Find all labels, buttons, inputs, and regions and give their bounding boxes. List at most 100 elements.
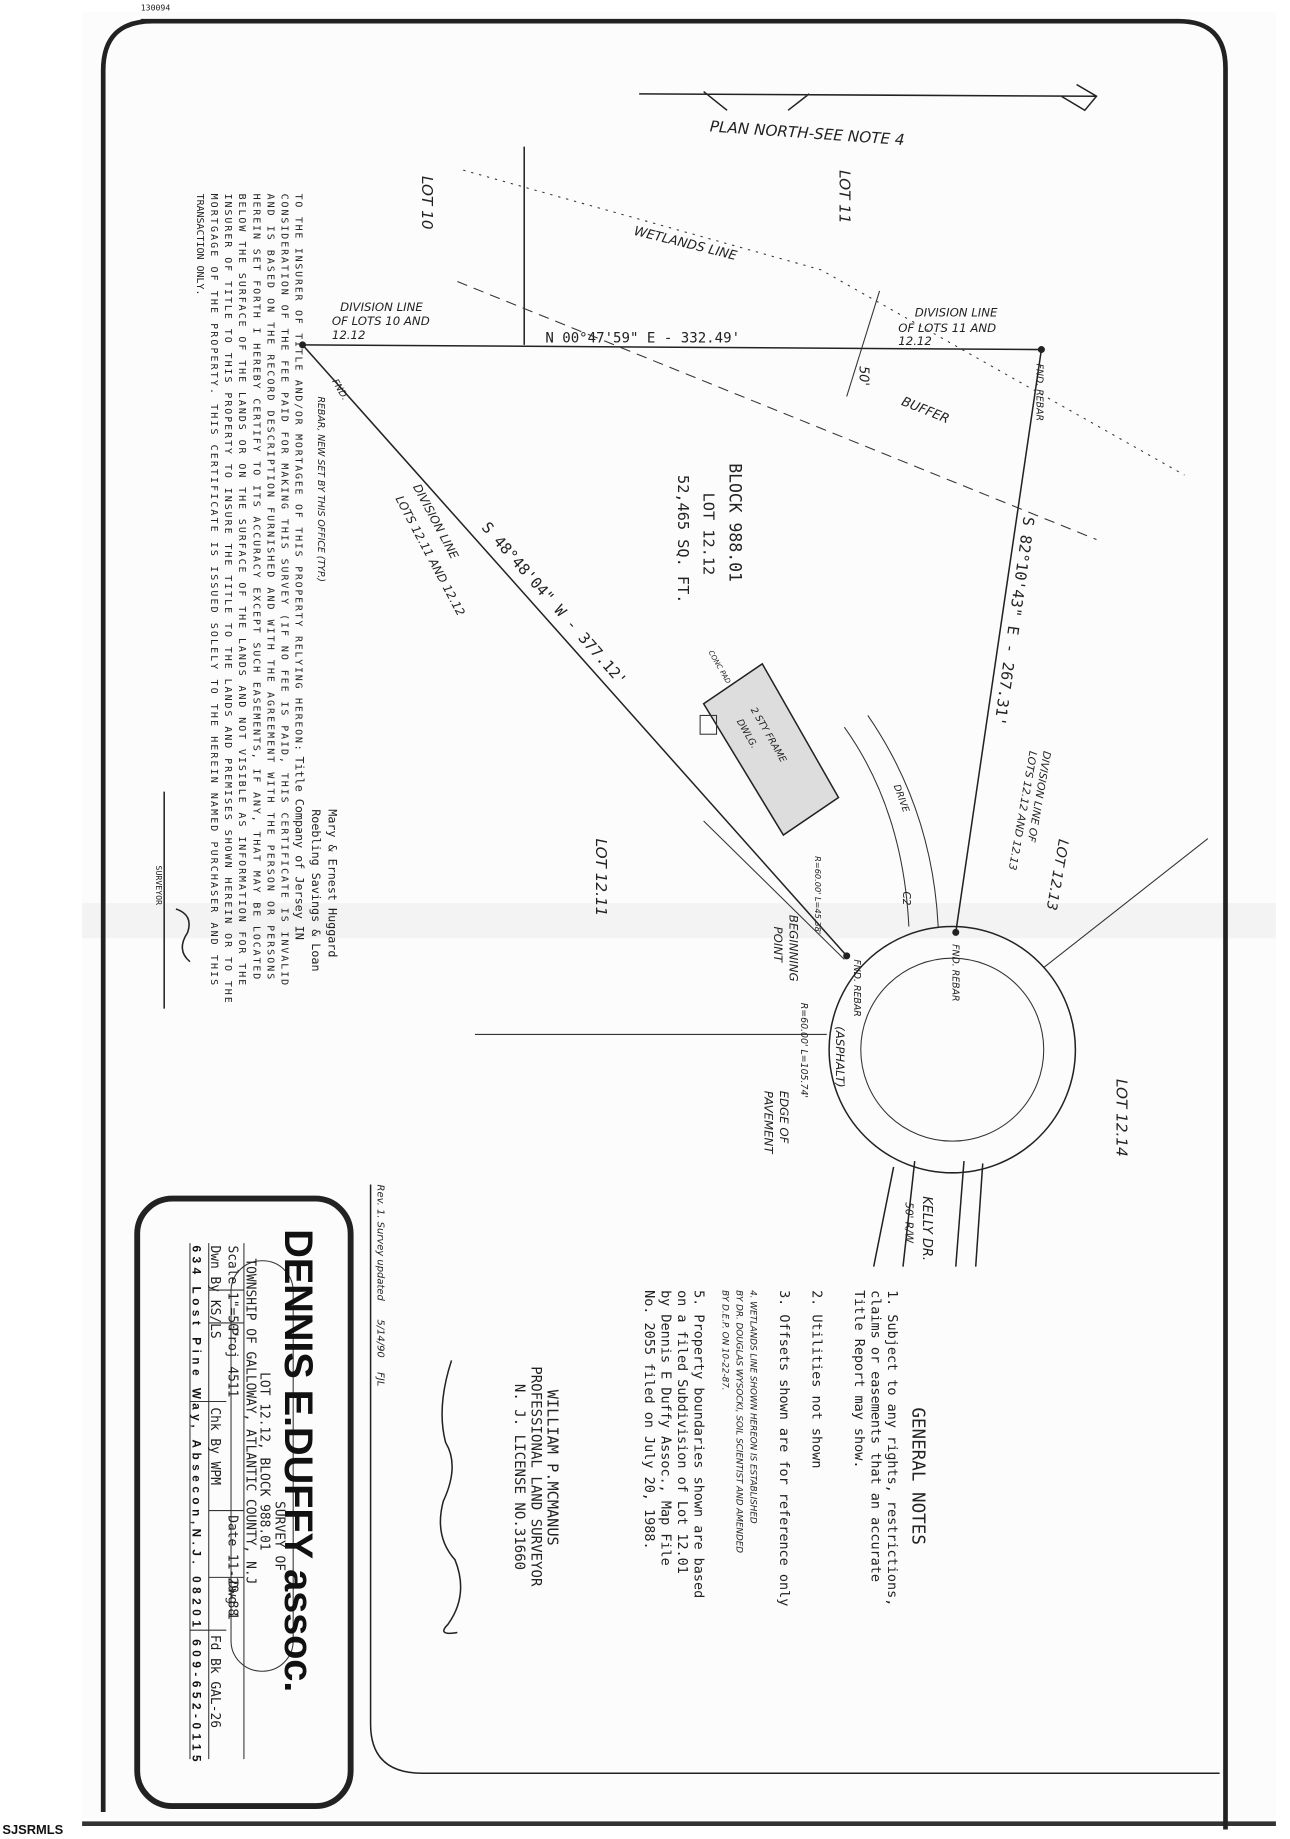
note-line: 3. Offsets shown are for reference only: [776, 1290, 792, 1606]
lot-1214-label: LOT 12.14: [1112, 1079, 1130, 1157]
rebar-label: FND. REBAR: [1034, 364, 1045, 421]
cert-line: INSURER OF TITLE TO THIS PROPERTY TO INS…: [222, 194, 233, 1003]
note-line: by Dennis E Duffy Assoc., Map File: [657, 1290, 673, 1566]
rebar-label: FND. REBAR: [851, 959, 862, 1016]
lot-1213-1214-line: [1043, 838, 1209, 968]
sw-boundary: [301, 344, 848, 957]
rebar-label: REBAR, NEW SET BY THIS OFFICE (TYP.): [315, 396, 326, 581]
asphalt-label: (ASPHALT): [833, 1026, 847, 1087]
se-boundary: [955, 349, 1043, 933]
buffer-dimension: [846, 290, 881, 397]
note-line: 1. Subject to any rights, restrictions,: [884, 1290, 900, 1606]
lot-label: LOT 12.12: [700, 493, 718, 576]
notes-title: GENERAL NOTES: [907, 1407, 927, 1545]
general-notes: GENERAL NOTES 1. Subject to any rights, …: [641, 1290, 927, 1606]
project: Proj 4511: [225, 1328, 240, 1398]
survey-of: SURVEY OF: [272, 1501, 287, 1571]
lot-1211-label: LOT 12.11: [592, 839, 610, 917]
rebar-label: FND. REBAR: [949, 944, 960, 1001]
surveyor-title: PROFESSIONAL LAND SURVEYOR: [527, 1366, 543, 1587]
revision-note: Rev. 1. Survey updated: [375, 1185, 386, 1302]
cert-line: BELOW THE SURFACE OF THE LANDS OR ON THE…: [236, 194, 247, 986]
notes-frame: [369, 1184, 1220, 1775]
div-label: DIVISION LINE: [340, 300, 423, 314]
cert-line: CONSIDERATION OF THE FEE PAID FOR MAKING…: [278, 194, 289, 986]
title-block-inner-oval: [230, 1260, 294, 1672]
cert-party: Roebling Savings & Loan: [309, 809, 323, 971]
surveyor-name: WILLIAM P.MCMANUS: [544, 1390, 562, 1546]
checked-by: Chk By WPM: [207, 1407, 222, 1485]
edge-label: EDGE OF: [777, 1091, 791, 1144]
buffer-width: 50': [856, 366, 871, 386]
watermark: SJSRMLS: [2, 1822, 63, 1837]
firm-address: 634 Lost Pine Way, Absecon,N.J. 08201 60…: [189, 1246, 202, 1762]
sheet-border: [100, 18, 1228, 1830]
surveyor-label: SURVEYOR: [154, 866, 164, 906]
curve-label: R=60.00' L=105.74': [798, 1003, 809, 1098]
driveway: [843, 715, 939, 927]
doc-number: 130094: [141, 3, 171, 13]
lot-1211-line: [703, 820, 845, 960]
revision-date: 5/14/90: [375, 1319, 386, 1357]
note-line: on a filed Subdivision of Lot 12.01: [674, 1290, 690, 1574]
note-line: BY D.E.P. ON 10-22-87.: [719, 1290, 729, 1391]
buffer-line: [457, 281, 1097, 541]
area-label: 52,465 SQ. FT.: [674, 475, 692, 603]
fold-shade: [82, 903, 1276, 939]
date: Date 11-29-88: [225, 1515, 240, 1616]
lot-11-label: LOT 11: [836, 170, 854, 224]
title-block-frame: [134, 1195, 354, 1810]
title-block-text: SURVEY OF LOT 12.12, BLOCK 988.01 TOWNSH…: [189, 1246, 286, 1762]
note-line: 2. Utilities not shown: [809, 1290, 825, 1468]
block-label: BLOCK 988.01: [725, 463, 744, 582]
div-label: 12.12: [332, 328, 366, 342]
wetlands-line: [463, 169, 1185, 476]
div-label: OF LOTS 10 AND: [332, 314, 430, 328]
conc-pad: [699, 714, 718, 735]
drawing: Dwg 1: [225, 1581, 240, 1620]
curve-c2-label: C2: [900, 891, 912, 905]
north-arrow: [639, 83, 1098, 112]
cul-de-sac-outer: [828, 925, 1077, 1174]
firm-name: DENNIS E.DUFFY assoc.: [276, 1229, 320, 1692]
scale: Scale 1"=50': [225, 1246, 240, 1339]
cert-line: TRANSACTION ONLY.: [194, 194, 205, 296]
cert-party: Mary & Ernest Huggard: [325, 809, 339, 957]
street-label: KELLY DR.: [919, 1196, 934, 1261]
beginning-point-label: BEGINNING: [786, 915, 800, 982]
cul-de-sac-inner: [860, 957, 1045, 1142]
note-line: 5. Property boundaries shown are based: [690, 1290, 706, 1598]
curve-label: R=60.00' L=45.38': [813, 856, 823, 934]
div-label: OF LOTS 11 AND: [898, 321, 996, 335]
lot-10-label: LOT 10: [418, 176, 436, 230]
north-boundary: [302, 344, 1042, 351]
rebar-marker: [843, 952, 851, 960]
rebar-marker: [1037, 346, 1045, 354]
div-label: DIVISION LINE: [915, 306, 998, 320]
note-line: claims or easements that an accurate: [867, 1290, 883, 1582]
street-kelly-dr: [872, 1160, 984, 1267]
note-line: 4. WETLANDS LINE SHOWN HEREON IS ESTABLI…: [748, 1290, 758, 1524]
note-line: BY DR. DOUGLAS WYSOCKI, SOIL SCIENTIST A…: [733, 1290, 743, 1553]
lot-block: LOT 12.12, BLOCK 988.01: [256, 1372, 271, 1551]
surveyor-signature: [175, 908, 191, 963]
township: TOWNSHIP OF GALLOWAY, ATLANTIC COUNTY, N…: [242, 1258, 257, 1584]
bearing-north: N 00°47'59" E - 332.49': [545, 331, 740, 347]
surveyor-signature: [439, 1360, 462, 1635]
cert-line: TO THE INSURER OF TITLE AND/OR MORTAGEE …: [293, 194, 304, 751]
surveyor-license: N. J. LICENSE NO.31660: [511, 1384, 527, 1570]
cert-line: HEREIN SET FORTH I HEREBY CERTIFY TO ITS…: [250, 194, 261, 980]
field-book: Fd Bk GAL-26: [207, 1635, 222, 1728]
drawn-by: Dwn By KS/LS: [207, 1246, 222, 1339]
street-label: 50' R/W: [902, 1202, 914, 1244]
edge-label: PAVEMENT: [762, 1091, 776, 1155]
note-line: No. 2055 filed on July 20, 1988.: [641, 1290, 657, 1549]
rebar-marker: [299, 341, 307, 349]
beginning-point-label: POINT: [771, 927, 785, 964]
note-line: Title Report may show.: [851, 1290, 867, 1468]
cert-party: Title Company of Jersey IN: [293, 756, 307, 939]
div-label: 12.12: [898, 334, 932, 348]
dwelling: [702, 662, 840, 837]
revision-initials: FJL: [375, 1372, 386, 1386]
